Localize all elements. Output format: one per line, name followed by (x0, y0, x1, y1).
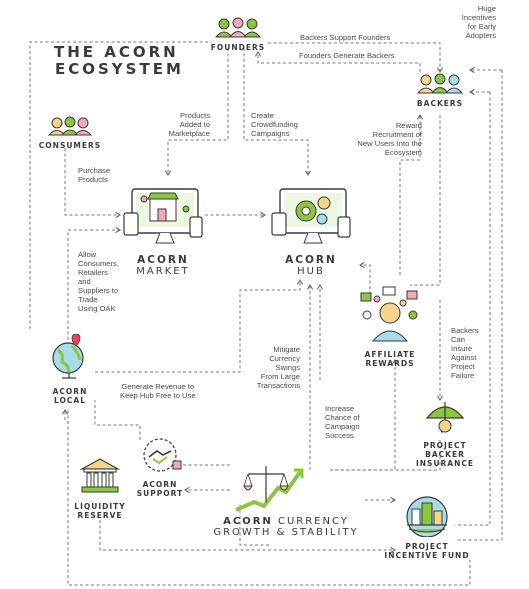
market-monitor-icon (123, 188, 203, 244)
arrow-products-marketplace (164, 48, 229, 177)
globe-pin-icon (52, 333, 84, 379)
note-reward-recruitment: Reward Recruitment of New Users Into the… (357, 121, 422, 157)
insurance-label-2: BACKER (425, 450, 465, 459)
local-label-1: ACORN (52, 387, 88, 396)
incentive-label-1: PROJECT (405, 542, 449, 551)
support-node: ACORN SUPPORT (131, 437, 189, 498)
support-label-1: ACORN (142, 480, 178, 489)
hub-label-2: HUB (297, 266, 325, 277)
note-purchase-products: Purchase Products (78, 166, 111, 184)
insurance-label-1: PROJECT (423, 441, 467, 450)
liquidity-label-2: RESERVE (77, 511, 123, 520)
hub-label-1: ACORN (285, 254, 337, 266)
insurance-label-3: INSURANCE (415, 459, 475, 468)
title-line-2: ECOSYSTEM (55, 60, 184, 78)
insurance-node: PROJECT BACKER INSURANCE (410, 398, 480, 468)
arrow-founders-generate-backers (254, 50, 421, 72)
affiliate-label-2: REWARDS (365, 359, 415, 368)
umbrella-icon (425, 402, 465, 433)
note-huge-incentives: Huge Incentives for Early Adopters (461, 4, 496, 40)
arrow-allow-consumers (67, 226, 122, 340)
liquidity-node: LIQUIDITY RESERVE (68, 457, 132, 520)
currency-label-2: GROWTH & STABILITY (213, 527, 359, 538)
arrow-huge-incentives (455, 70, 503, 541)
market-node: ACORN MARKET (120, 185, 206, 277)
backers-people-icon (416, 73, 464, 94)
founders-label: FOUNDERS (210, 43, 266, 52)
arrow-crowdfunding (243, 48, 312, 177)
note-mitigate: Mitigate Currency Swings From Large Tran… (256, 345, 300, 390)
note-backers-insure: Backers Can Insure Against Project Failu… (451, 326, 479, 380)
currency-node: ACORN CURRENCY GROWTH & STABILITY (206, 516, 366, 538)
founders-node: FOUNDERS (208, 16, 268, 52)
hub-node: ACORN HUB (268, 185, 354, 277)
market-label-2: MARKET (136, 266, 190, 277)
arrow-incentive-fund (455, 92, 491, 526)
arrow-liquidity (99, 520, 397, 554)
affiliate-label-1: AFFILIATE (364, 350, 416, 359)
hub-monitor-icon (271, 188, 351, 244)
arrow-increase-chance (330, 358, 399, 471)
note-allow-consumers: Allow Consumers, Retailers and Suppliers… (78, 250, 119, 313)
note-products-added: Products Added to Marketplace (168, 111, 210, 138)
bank-icon (79, 458, 121, 493)
support-label-2: SUPPORT (136, 489, 184, 498)
page-title: THE ACORN ECOSYSTEM (54, 44, 184, 78)
arrow-generate-revenue (95, 278, 304, 373)
affiliate-person-icon (360, 286, 418, 342)
affiliate-node: AFFILIATE REWARDS (355, 285, 425, 368)
founders-people-icon (214, 17, 262, 38)
liquidity-label-1: LIQUIDITY (74, 502, 126, 511)
city-globe-icon (406, 496, 448, 538)
currency-graphic (230, 462, 304, 519)
handshake-icon (143, 438, 182, 472)
arrow-backers-support-founders (268, 42, 444, 74)
consumers-node: CONSUMERS (35, 116, 105, 150)
note-create-crowdfunding: Create Crowdfunding Campaigns (251, 111, 298, 138)
currency-label-1: ACORN CURRENCY (223, 516, 349, 527)
scale-growth-icon (235, 466, 304, 512)
consumers-label: CONSUMERS (38, 141, 102, 150)
arrow-founders-left (29, 41, 208, 330)
title-line-1: THE ACORN (54, 43, 179, 61)
market-label-1: ACORN (137, 254, 189, 266)
note-founders-generate: Founders Generate Backers (299, 51, 395, 60)
consumers-people-icon (47, 116, 93, 136)
backers-node: BACKERS (410, 72, 470, 108)
note-generate-revenue: Generate Revenue to Keep Hub Free to Use (120, 382, 196, 400)
local-label-2: LOCAL (54, 396, 86, 405)
backers-label: BACKERS (416, 99, 464, 108)
arrow-purchase-products (64, 148, 122, 219)
incentive-label-2: INCENTIVE FUND (384, 551, 470, 560)
local-node: ACORN LOCAL (42, 333, 98, 405)
note-backers-support: Backers Support Founders (300, 33, 391, 42)
note-increase-chance: Increase Chance of Campaign Success (325, 404, 360, 440)
incentive-node: PROJECT INCENTIVE FUND (382, 493, 472, 560)
arrow-reward-recruitment (399, 113, 424, 275)
